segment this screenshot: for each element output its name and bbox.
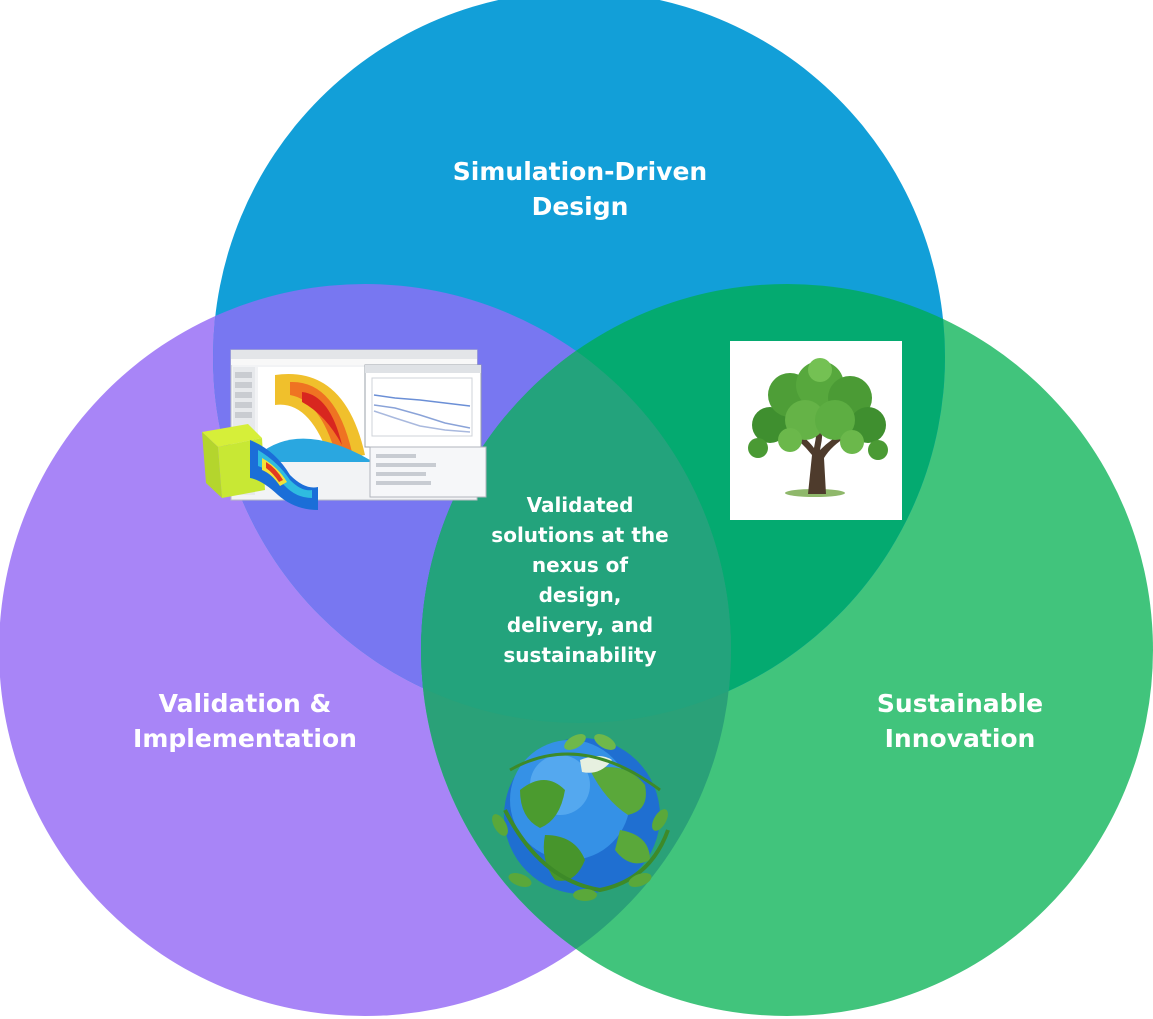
leafy-globe-illustration [492, 734, 670, 901]
tree-illustration [730, 341, 902, 520]
label-line: Validation & [158, 689, 332, 718]
overlap-center [421, 284, 731, 723]
label-line: Innovation [884, 724, 1036, 753]
label-simulation-driven-design: Simulation-Driven Design [430, 154, 730, 224]
label-center: Validated solutions at the nexus of desi… [460, 490, 700, 670]
label-line: Implementation [133, 724, 357, 753]
label-line: solutions at the [491, 523, 669, 547]
label-line: sustainability [503, 643, 657, 667]
label-line: design, [538, 583, 622, 607]
label-line: Validated [526, 493, 634, 517]
label-line: Sustainable [876, 689, 1044, 718]
label-validation-implementation: Validation & Implementation [95, 686, 395, 756]
simulation-software-screenshot [202, 349, 487, 510]
label-line: Simulation-Driven [452, 157, 708, 186]
label-line: Design [531, 192, 629, 221]
label-sustainable-innovation: Sustainable Innovation [810, 686, 1110, 756]
label-line: delivery, and [506, 613, 654, 637]
label-line: nexus of [531, 553, 629, 577]
